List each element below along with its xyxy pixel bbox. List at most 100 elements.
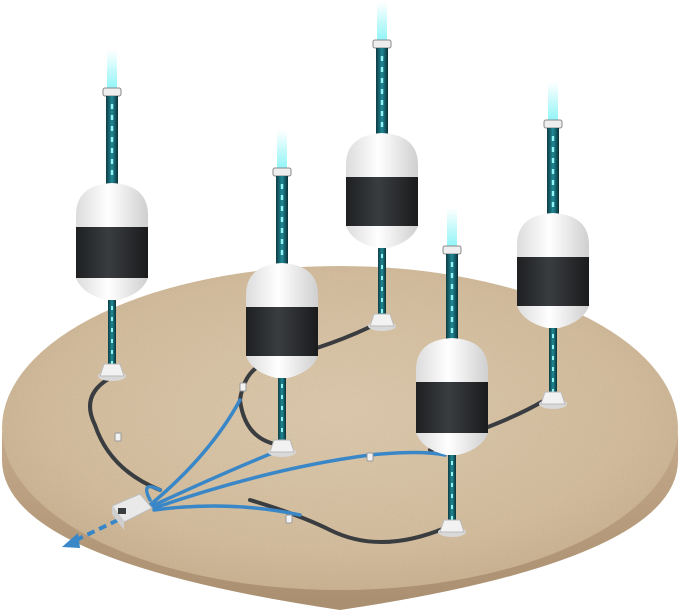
tube-cap (442, 245, 462, 255)
flow-marker (450, 306, 454, 311)
flow-marker (111, 306, 113, 310)
flow-marker (381, 287, 383, 291)
flow-marker (451, 461, 453, 465)
flow-marker (280, 228, 284, 233)
vapor-glow (377, 2, 387, 42)
flow-marker (380, 122, 384, 127)
flow-marker (551, 136, 555, 141)
flow-marker (450, 262, 454, 267)
flow-marker (280, 184, 284, 189)
base-collar (99, 363, 125, 377)
tank-dome (76, 183, 148, 215)
tank-band (416, 382, 488, 433)
tank-funnel (246, 356, 318, 378)
outflow-arrow (62, 518, 119, 548)
flow-marker (110, 126, 114, 131)
sensor-unit (76, 50, 148, 381)
sensor-units (76, 2, 589, 537)
flow-marker (451, 494, 453, 498)
flow-marker (450, 273, 454, 278)
flow-marker (450, 328, 454, 333)
flow-marker (551, 169, 555, 174)
flow-marker (110, 170, 114, 175)
flow-marker (111, 361, 113, 365)
flow-marker (381, 309, 383, 313)
flow-marker (110, 104, 114, 109)
base-collar (269, 439, 295, 453)
flow-marker (381, 298, 383, 302)
tank-funnel (346, 226, 418, 248)
tube-cap (543, 119, 563, 129)
flow-marker (280, 217, 284, 222)
flow-marker (381, 276, 383, 280)
vapor-glow (548, 82, 558, 122)
flow-marker (380, 89, 384, 94)
flow-marker (110, 148, 114, 153)
tank-collar (76, 213, 148, 227)
tube-cap (372, 39, 392, 49)
base-collar (369, 313, 395, 327)
tank-band (517, 257, 589, 306)
flow-marker (110, 115, 114, 120)
flow-marker (281, 406, 283, 410)
flow-marker (450, 317, 454, 322)
flow-marker (552, 334, 554, 338)
tube-cap (272, 167, 292, 177)
flow-marker (450, 295, 454, 300)
tank-funnel (416, 433, 488, 455)
base-collar (540, 391, 566, 405)
flow-marker (380, 78, 384, 83)
flow-marker (280, 239, 284, 244)
vapor-glow (447, 208, 457, 248)
flow-marker (551, 180, 555, 185)
flow-marker (380, 67, 384, 72)
flow-marker (552, 378, 554, 382)
tank-band (76, 227, 148, 278)
flow-marker (381, 254, 383, 258)
tank-collar (416, 368, 488, 382)
flow-marker (280, 195, 284, 200)
tank-band (246, 307, 318, 356)
flow-marker (380, 56, 384, 61)
flow-marker (280, 250, 284, 255)
flow-marker (111, 328, 113, 332)
flow-marker (551, 158, 555, 163)
flow-marker (451, 505, 453, 509)
pipe-hub (111, 493, 153, 530)
flow-marker (111, 339, 113, 343)
lower-tube (448, 455, 456, 520)
tank-dome (246, 263, 318, 295)
flow-marker (551, 202, 555, 207)
flow-marker (450, 284, 454, 289)
flow-marker (281, 384, 283, 388)
tank-funnel (76, 278, 148, 300)
sensor-unit (416, 208, 488, 537)
flow-marker (380, 100, 384, 105)
flow-marker (451, 483, 453, 487)
tank-band (346, 177, 418, 226)
tank-collar (246, 293, 318, 307)
flow-marker (111, 317, 113, 321)
sensor-unit (246, 130, 318, 457)
flow-marker (552, 356, 554, 360)
tube-cap (102, 87, 122, 97)
tank-dome (346, 133, 418, 165)
flow-marker (552, 367, 554, 371)
vapor-glow (277, 130, 287, 170)
flow-marker (110, 159, 114, 164)
tank-collar (517, 243, 589, 257)
sensor-unit (517, 82, 589, 409)
flow-marker (551, 191, 555, 196)
flow-marker (380, 111, 384, 116)
base-collar (439, 519, 465, 533)
sensor-unit (346, 2, 418, 331)
pipes-blue (144, 398, 447, 517)
flow-marker (281, 417, 283, 421)
flow-marker (281, 395, 283, 399)
tank-funnel (517, 306, 589, 328)
flow-marker (281, 428, 283, 432)
flow-marker (110, 137, 114, 142)
flow-marker (111, 350, 113, 354)
